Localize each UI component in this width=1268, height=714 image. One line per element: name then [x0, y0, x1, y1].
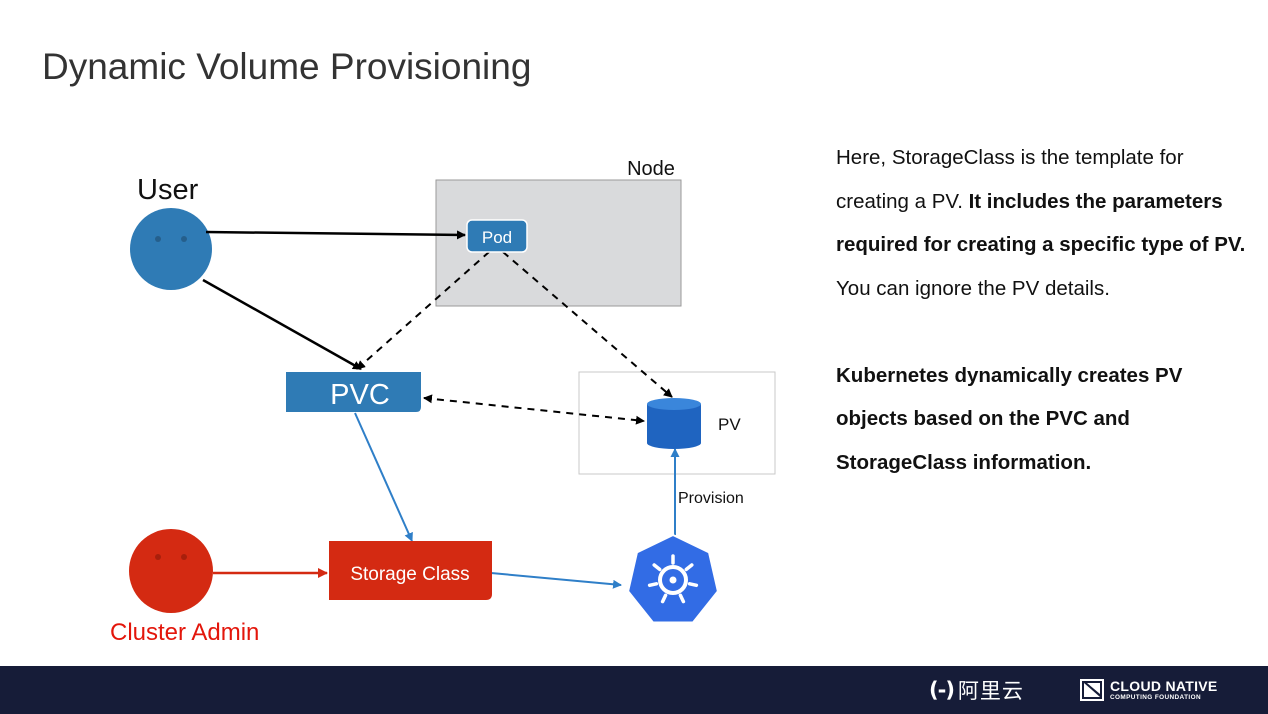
pv-label: PV [718, 415, 741, 434]
dashed-pod-to-pvc [356, 251, 490, 370]
pv-cylinder-icon [647, 398, 701, 449]
cncf-mark-icon [1080, 679, 1104, 701]
description-paragraph-1: Here, StorageClass is the template for c… [836, 146, 1246, 300]
cncf-logo: CLOUD NATIVE COMPUTING FOUNDATION [1080, 678, 1218, 702]
arrow-storageclass-to-k8s [490, 572, 622, 589]
provision-label: Provision [678, 490, 744, 507]
kubernetes-logo-icon [627, 534, 719, 624]
node-label: Node [627, 158, 675, 180]
alibaba-cloud-name: 阿里云 [957, 679, 1024, 703]
pod-label: Pod [482, 228, 512, 247]
dashed-pod-to-pv [502, 251, 673, 398]
user-label: User [137, 174, 199, 206]
pvc-box: PVC [286, 372, 421, 412]
description-text: Here, StorageClass is the template for c… [836, 136, 1246, 484]
pvc-label: PVC [330, 379, 390, 411]
slide-title: Dynamic Volume Provisioning [42, 46, 532, 87]
cncf-line2: COMPUTING FOUNDATION [1110, 693, 1201, 701]
alibaba-cloud-logo: (-) 阿里云 [929, 676, 1024, 704]
arrow-user-to-pod [205, 230, 466, 240]
cncf-line1: CLOUD NATIVE [1110, 677, 1218, 694]
dashed-pvc-pv [423, 394, 645, 425]
admin-label: Cluster Admin [110, 619, 259, 646]
footer-bar: (-) 阿里云 CLOUD NATIVE COMPUTING FOUNDATIO… [0, 666, 1268, 714]
pod-box: Pod [466, 219, 528, 253]
arrow-pvc-to-storageclass [354, 412, 413, 542]
provisioning-diagram: Node User Cluster Admin Provision Pod PV… [110, 158, 776, 646]
arrow-user-to-pvc [202, 278, 362, 371]
storage-class-box: Storage Class [329, 541, 492, 600]
user-avatar-icon [130, 208, 212, 290]
alibaba-cloud-mark-icon: (-) [929, 678, 955, 702]
admin-avatar-icon [129, 529, 213, 613]
description-paragraph-2: Kubernetes dynamically creates PV object… [836, 363, 1183, 474]
storage-class-label: Storage Class [350, 564, 469, 585]
